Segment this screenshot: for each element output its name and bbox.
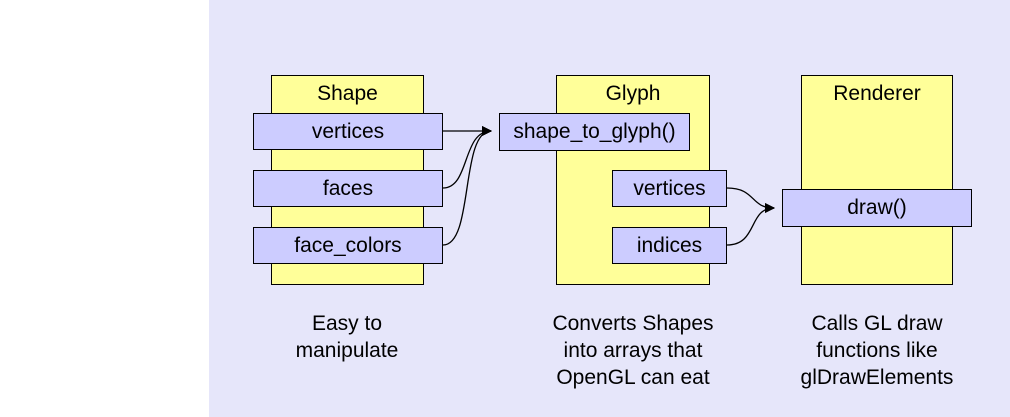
glyph-field-vertices: vertices <box>612 170 727 207</box>
shape-caption: Easy to manipulate <box>295 312 399 362</box>
shape-field-vertices: vertices <box>253 113 443 150</box>
glyph-caption: Converts Shapes into arrays that OpenGL … <box>552 312 714 389</box>
glyph-field-indices: indices <box>612 227 727 264</box>
renderer-caption: Calls GL draw functions like glDrawEleme… <box>800 312 954 389</box>
renderer-method-draw: draw() <box>782 189 972 227</box>
shape-field-face-colors: face_colors <box>253 227 443 264</box>
renderer-class-box: Renderer <box>801 75 953 285</box>
shape-title: Shape <box>317 82 378 105</box>
glyph-title: Glyph <box>605 82 661 105</box>
glyph-method-shape-to-glyph: shape_to_glyph() <box>499 113 690 151</box>
shape-field-faces: faces <box>253 170 443 207</box>
renderer-title: Renderer <box>833 82 921 105</box>
